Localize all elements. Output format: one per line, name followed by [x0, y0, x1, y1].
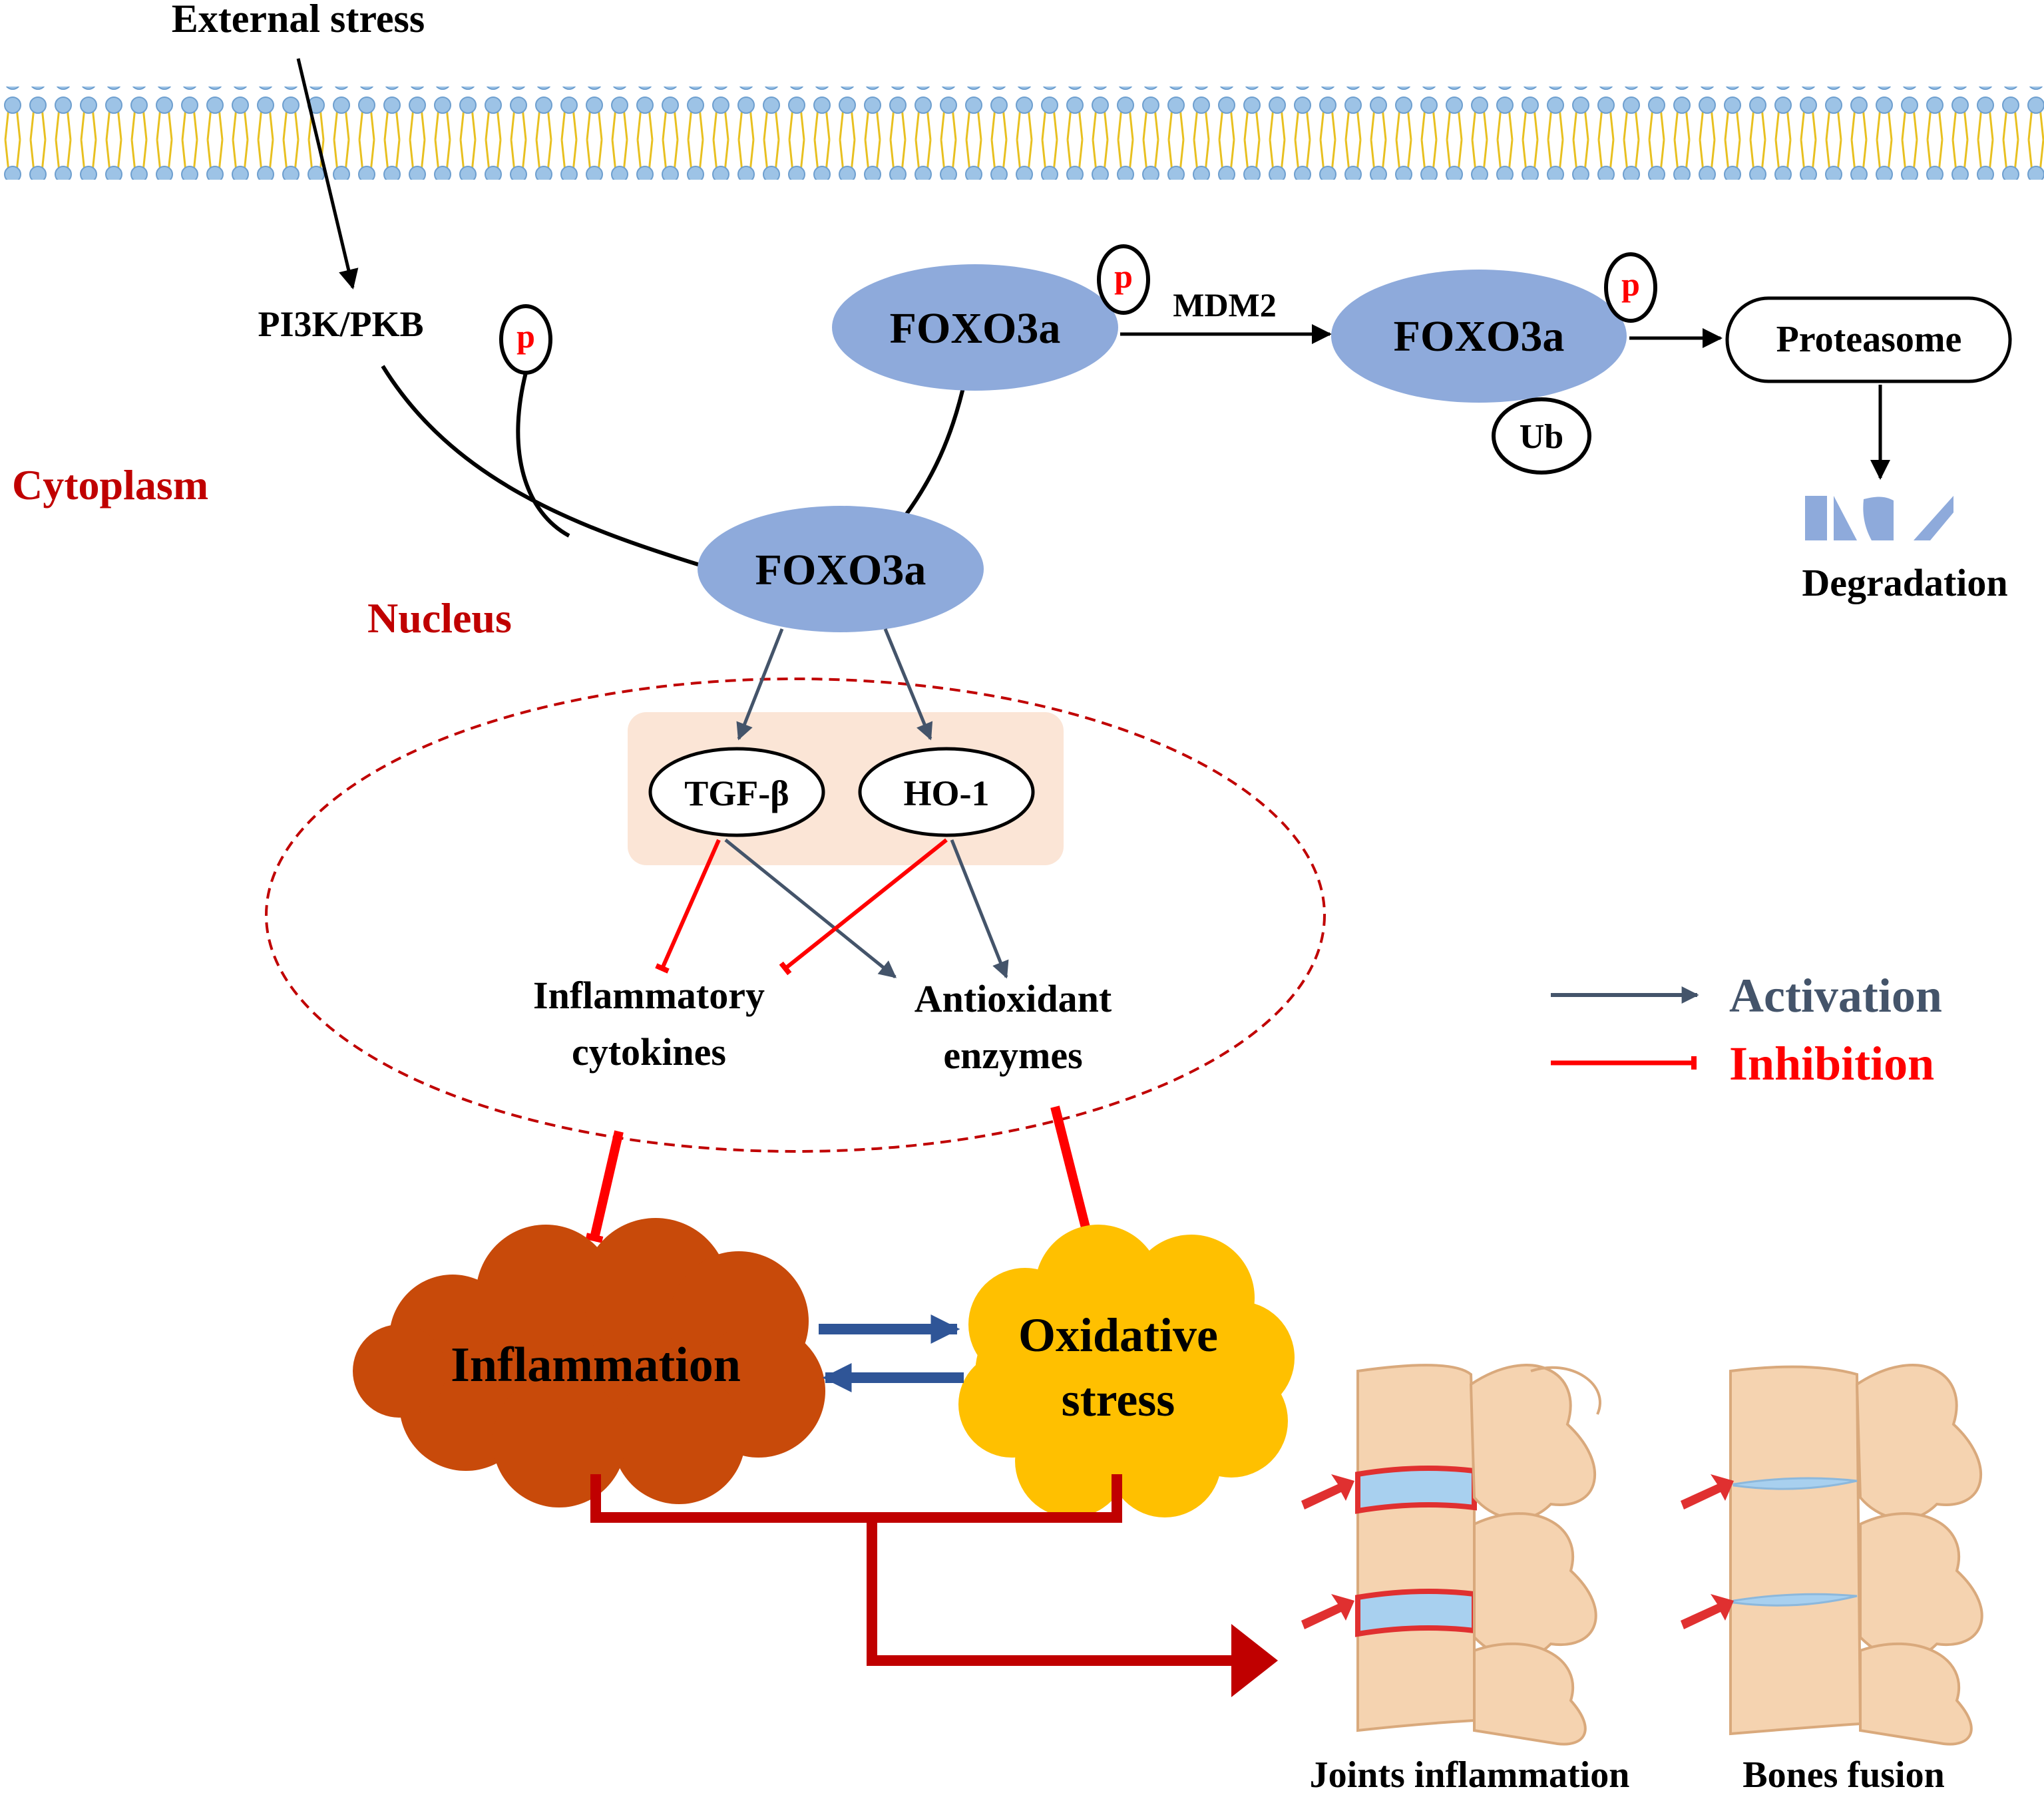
- inflammation-label: Inflammation: [451, 1338, 741, 1392]
- pointer-arrow-icon: [1301, 1474, 1354, 1509]
- svg-text:TGF-β: TGF-β: [684, 773, 789, 813]
- svg-text:FOXO3a: FOXO3a: [755, 546, 926, 594]
- foxo3a-to-tgfb-arrow: [736, 628, 784, 741]
- p-to-foxo3a-curve: [516, 372, 570, 538]
- svg-text:FOXO3a: FOXO3a: [890, 304, 1061, 353]
- phospho-badge-3: p: [1604, 252, 1657, 323]
- svg-text:Proteasome: Proteasome: [1776, 319, 1962, 360]
- foxo3a-to-ho1-arrow: [883, 628, 933, 741]
- oxidative-stress-label-2: stress: [1062, 1373, 1175, 1426]
- oxidative-stress-label: Oxidative: [1018, 1308, 1218, 1362]
- cyto-foxo3a-to-nuclear-curve: [903, 379, 967, 517]
- inflammatory-cytokines-label: Inflammatory: [533, 974, 765, 1017]
- antioxidant-enzymes-label-2: enzymes: [943, 1034, 1082, 1077]
- external-stress-arrow: [296, 58, 359, 290]
- tgf-beta-node: TGF-β: [648, 747, 825, 837]
- tgfb-activates-antioxidants: [724, 839, 897, 978]
- degraded-fragments-icon: [1805, 496, 1953, 540]
- legend-inhibition-label: Inhibition: [1729, 1037, 1934, 1090]
- pathway-connector: [590, 1474, 1238, 1666]
- ubiquitin-badge: Ub: [1492, 397, 1591, 475]
- ho1-inhibits-cytokines: [779, 838, 948, 976]
- joints-inflammation-label: Joints inflammation: [1310, 1754, 1630, 1795]
- phospho-label: p: [516, 317, 535, 355]
- svg-text:p: p: [1114, 258, 1133, 295]
- cell-membrane: [0, 87, 2044, 180]
- spine-joints-inflammation: [1301, 1364, 1601, 1746]
- ho1-activates-antioxidants: [950, 839, 1009, 979]
- degradation-label: Degradation: [1802, 561, 2007, 604]
- pi3k-pkb-label: PI3K/PKB: [258, 304, 423, 344]
- phospho-badge-2: p: [1097, 244, 1150, 315]
- cytokines-inhibit-inflammation: [585, 1130, 624, 1243]
- oxidative-stress-cloud: [958, 1225, 1295, 1517]
- tgfb-inhibits-cytokines: [655, 839, 721, 974]
- legend-activation-label: Activation: [1729, 969, 1942, 1022]
- external-stress-label: External stress: [172, 0, 425, 41]
- proteasome-box: Proteasome: [1725, 296, 2012, 383]
- svg-text:Ub: Ub: [1520, 418, 1563, 456]
- legend: Activation Inhibition: [1551, 969, 1942, 1090]
- svg-text:FOXO3a: FOXO3a: [1394, 312, 1565, 361]
- foxo3a-cytoplasmic: FOXO3a: [832, 264, 1118, 391]
- svg-text:HO-1: HO-1: [904, 773, 990, 813]
- pathway-arrowhead: [1231, 1624, 1278, 1697]
- foxo3a-ubiquitinated: FOXO3a: [1331, 270, 1627, 403]
- inflammatory-cytokines-label-2: cytokines: [572, 1030, 726, 1074]
- spine-bones-fusion: [1681, 1364, 1983, 1746]
- enzymes-inhibit-oxidative-stress: [1050, 1105, 1098, 1243]
- ho1-node: HO-1: [858, 747, 1035, 837]
- pointer-arrow-icon: [1681, 1594, 1734, 1629]
- nucleus-boundary: [265, 678, 1326, 1153]
- pi3k-to-foxo3a-curve: [381, 365, 703, 568]
- foxo3a-nuclear: FOXO3a: [698, 506, 984, 632]
- nucleus-label: Nucleus: [367, 594, 512, 642]
- cytoplasm-label: Cytoplasm: [12, 461, 208, 508]
- bones-fusion-label: Bones fusion: [1742, 1754, 1944, 1795]
- mdm2-label: MDM2: [1173, 286, 1277, 323]
- pointer-arrow-icon: [1681, 1474, 1734, 1509]
- antioxidant-enzymes-label: Antioxidant: [915, 977, 1112, 1020]
- pointer-arrow-icon: [1301, 1594, 1354, 1629]
- phospho-badge-1: p: [499, 304, 552, 375]
- inflammation-cloud: [353, 1218, 825, 1507]
- svg-text:p: p: [1621, 266, 1640, 303]
